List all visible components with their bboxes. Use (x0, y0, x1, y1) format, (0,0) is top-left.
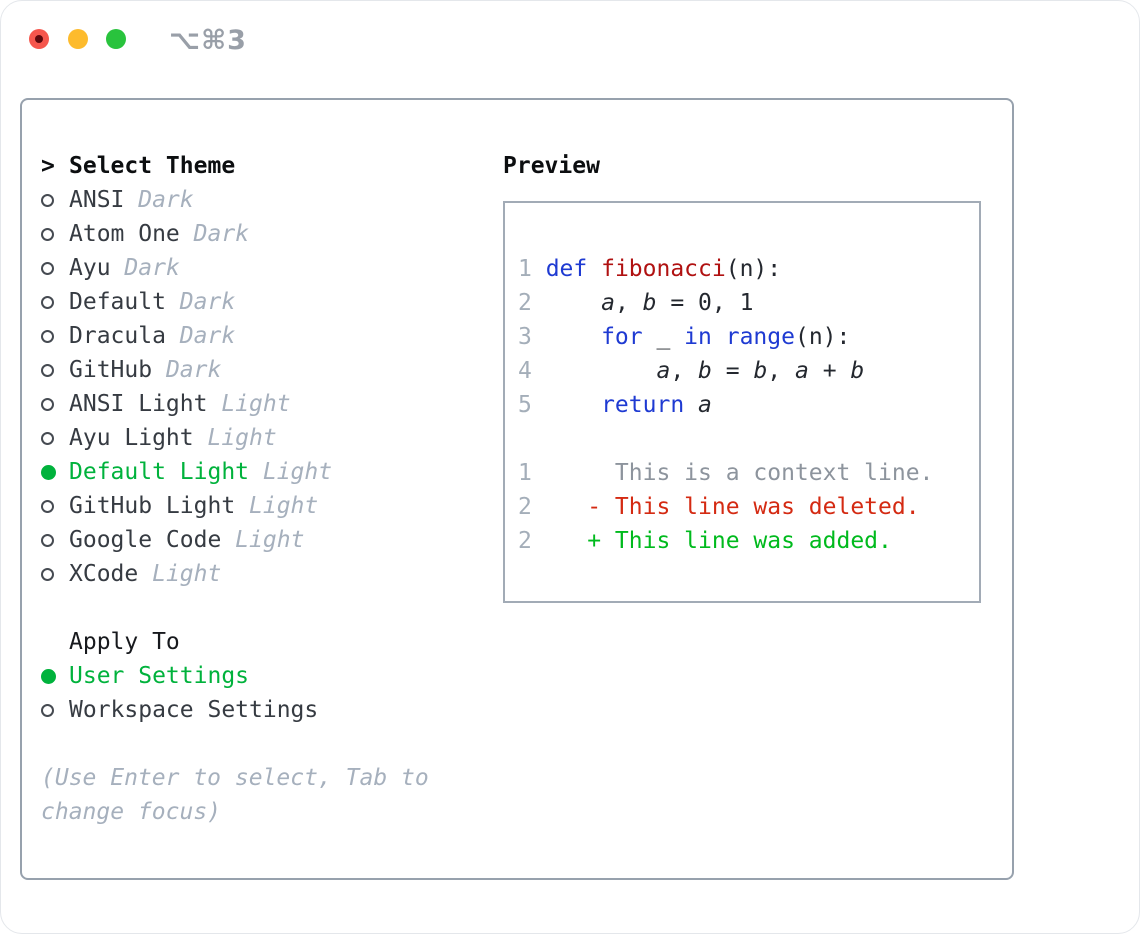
titlebar: ⌥⌘3 (1, 1, 1139, 77)
theme-variant-tag: Dark (165, 289, 236, 315)
line-number: 5 (518, 392, 532, 418)
radio-unselected-icon (41, 567, 69, 581)
theme-variant-tag: Dark (110, 255, 180, 281)
window-title: ⌥⌘3 (169, 25, 247, 56)
theme-option[interactable]: ANSI Dark (41, 183, 456, 217)
radio-unselected-icon (41, 261, 69, 275)
help-text: (Use Enter to select, Tab to change focu… (41, 765, 429, 825)
apply-to-header-row: Apply To (41, 625, 456, 659)
option-label: Workspace Settings (69, 697, 319, 723)
radio-unselected-icon (41, 227, 69, 241)
radio-unselected-icon (41, 431, 69, 445)
theme-variant-tag: Light (235, 493, 319, 519)
radio-unselected-icon (41, 533, 69, 547)
apply-to-title: Apply To (69, 629, 180, 655)
theme-variant-tag: Light (221, 527, 305, 553)
theme-option[interactable]: Atom One Dark (41, 217, 456, 251)
option-label: Default Light (69, 459, 250, 485)
theme-option[interactable]: Ayu Dark (41, 251, 456, 285)
theme-option[interactable]: GitHub Dark (41, 353, 456, 387)
theme-variant-tag: Light (138, 561, 222, 587)
theme-option[interactable]: ANSI Light Light (41, 387, 456, 421)
line-number: 1 (518, 460, 532, 486)
select-theme-title: Select Theme (69, 153, 236, 179)
option-label: Ayu (69, 255, 111, 281)
theme-option[interactable]: Default Dark (41, 285, 456, 319)
line-number: 2 (518, 290, 532, 316)
diff-line-context: 1 This is a context line. (518, 456, 979, 490)
radio-unselected-icon (41, 499, 69, 513)
radio-unselected-icon (41, 193, 69, 207)
radio-selected-icon (41, 668, 69, 684)
option-label: XCode (69, 561, 139, 587)
theme-variant-tag: Light (193, 425, 277, 451)
line-number: 1 (518, 256, 532, 282)
code-line: 5 return a (518, 388, 979, 422)
option-label: GitHub (69, 357, 153, 383)
option-label: Google Code (69, 527, 222, 553)
theme-option[interactable]: Dracula Dark (41, 319, 456, 353)
theme-variant-tag: Dark (152, 357, 222, 383)
option-label: Default (69, 289, 166, 315)
theme-variant-tag: Dark (124, 187, 194, 213)
minimize-button[interactable] (68, 29, 88, 49)
line-number: 2 (518, 528, 532, 554)
apply-to-option[interactable]: User Settings (41, 659, 456, 693)
line-number: 2 (518, 494, 532, 520)
radio-unselected-icon (41, 329, 69, 343)
radio-unselected-icon (41, 397, 69, 411)
theme-option[interactable]: GitHub Light Light (41, 489, 456, 523)
code-line: 2 a, b = 0, 1 (518, 286, 979, 320)
focus-caret-icon: > (41, 153, 55, 179)
close-button[interactable] (29, 29, 49, 49)
theme-variant-tag: Light (207, 391, 291, 417)
radio-unselected-icon (41, 295, 69, 309)
theme-option[interactable]: XCode Light (41, 557, 456, 591)
spacer (41, 591, 456, 625)
code-line: 3 for _ in range(n): (518, 320, 979, 354)
theme-option[interactable]: Ayu Light Light (41, 421, 456, 455)
option-label: ANSI (69, 187, 125, 213)
theme-option[interactable]: Default Light Light (41, 455, 456, 489)
theme-variant-tag: Dark (179, 221, 250, 247)
radio-unselected-icon (41, 703, 69, 717)
option-label: Atom One (69, 221, 180, 247)
preview-title: Preview (503, 153, 600, 179)
diff-line-added: 2 + This line was added. (518, 524, 979, 558)
code-line: 4 a, b = b, a + b (518, 354, 979, 388)
radio-unselected-icon (41, 363, 69, 377)
option-label: ANSI Light (69, 391, 208, 417)
theme-variant-tag: Dark (165, 323, 236, 349)
select-theme-header-row: > Select Theme (41, 149, 456, 183)
maximize-button[interactable] (106, 29, 126, 49)
option-label: Dracula (69, 323, 166, 349)
line-number: 3 (518, 324, 532, 350)
diff-line-deleted: 2 - This line was deleted. (518, 490, 979, 524)
option-label: User Settings (69, 663, 250, 689)
option-label: Ayu Light (69, 425, 194, 451)
theme-variant-tag: Light (249, 459, 333, 485)
radio-selected-icon (41, 464, 69, 480)
apply-to-option[interactable]: Workspace Settings (41, 693, 456, 727)
line-number: 4 (518, 358, 532, 384)
theme-option[interactable]: Google Code Light (41, 523, 456, 557)
option-label: GitHub Light (69, 493, 236, 519)
